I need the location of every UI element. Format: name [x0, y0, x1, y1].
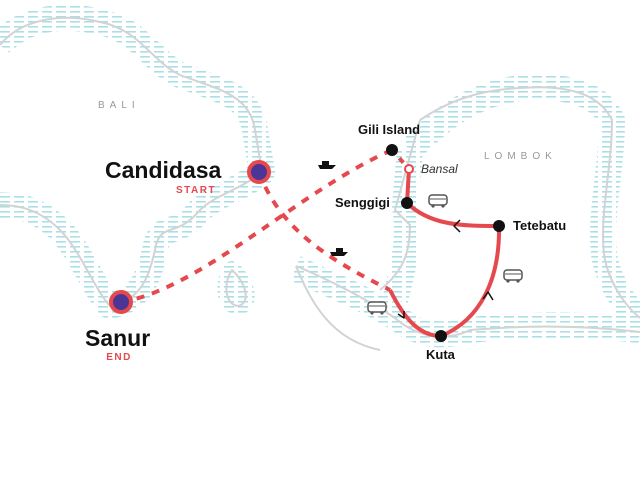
boat-icon [318, 161, 336, 169]
marker-bansal[interactable] [404, 164, 414, 174]
start-tag: START [175, 185, 217, 196]
arrow-icon [453, 219, 461, 233]
marker-candidasa[interactable] [247, 160, 271, 184]
region-label-bali: BALI [98, 100, 140, 111]
road-route [388, 168, 502, 338]
bus-icon [367, 301, 387, 315]
nusa-coast [225, 269, 247, 307]
stop-label-candidasa: Candidasa [105, 157, 222, 183]
region-label-lombok: LOMBOK [484, 151, 557, 162]
stop-label-gili: Gili Island [358, 122, 421, 137]
lombok-coast [295, 86, 640, 351]
stop-label-tetebatu: Tetebatu [513, 218, 567, 233]
stop-label-senggigi: Senggigi [335, 195, 390, 210]
bus-icon [428, 194, 448, 208]
bali-coast [0, 16, 263, 307]
lombok-water [289, 74, 640, 348]
bus-icon [503, 269, 523, 283]
marker-kuta[interactable] [435, 330, 447, 342]
marker-gili[interactable] [386, 144, 398, 156]
arrow-icon [482, 291, 494, 301]
marker-tetebatu[interactable] [493, 220, 505, 232]
stop-label-sanur: Sanur [85, 325, 151, 351]
arrow-icon [397, 311, 405, 319]
marker-senggigi[interactable] [401, 197, 413, 209]
boat-route-sanur-gili [120, 148, 393, 304]
stop-label-kuta: Kuta [426, 347, 455, 362]
end-tag: END [106, 352, 132, 363]
stop-label-bansal: Bansal [421, 162, 458, 176]
boat-route-candidasa-kuta [257, 171, 391, 292]
boat-icon [330, 248, 348, 256]
marker-sanur[interactable] [109, 290, 133, 314]
